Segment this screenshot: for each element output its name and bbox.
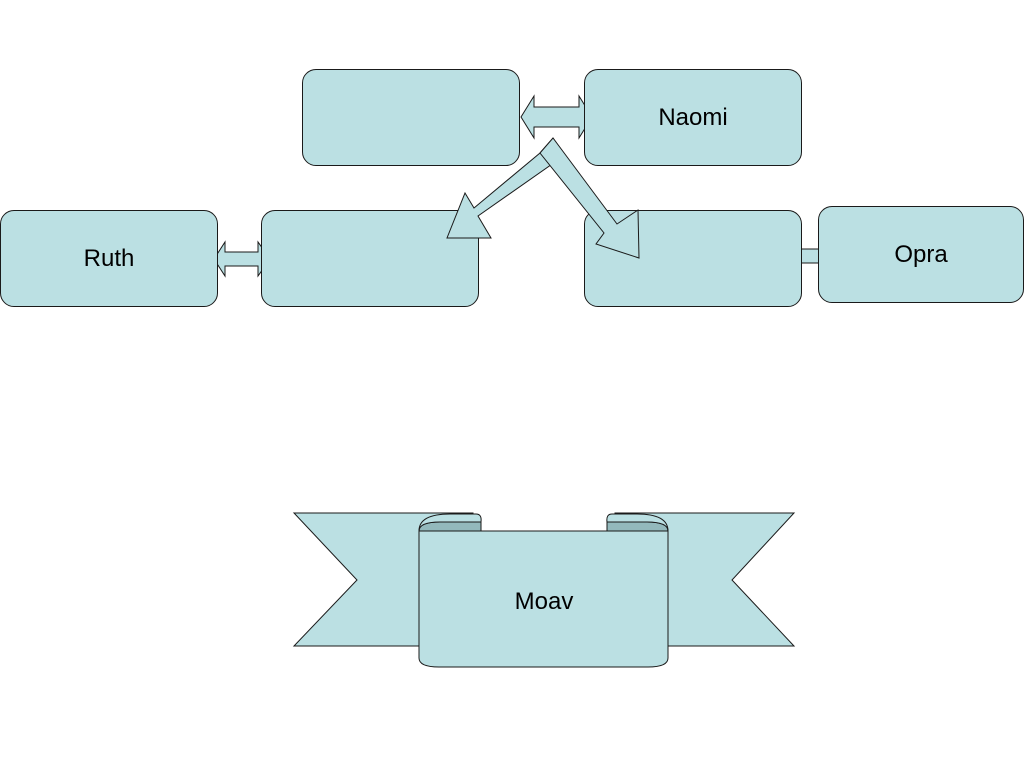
ribbon-right-fold-edge (606, 513, 669, 532)
box-naomi-label: Naomi (658, 103, 728, 131)
block-arrow-naomi-to-mid-right (539, 137, 640, 259)
box-ruth-label: Ruth (83, 244, 135, 272)
box-top-left (302, 69, 520, 166)
banner-label: Moav (515, 588, 574, 615)
box-opra: Opra (818, 206, 1024, 303)
moav-ribbon (292, 512, 796, 668)
box-ruth: Ruth (0, 210, 218, 307)
ribbon-center-panel (418, 530, 669, 668)
ribbon-left-fold-edge (418, 513, 482, 532)
box-opra-label: Opra (894, 240, 948, 268)
box-naomi: Naomi (584, 69, 802, 166)
box-mid-left (261, 210, 479, 307)
